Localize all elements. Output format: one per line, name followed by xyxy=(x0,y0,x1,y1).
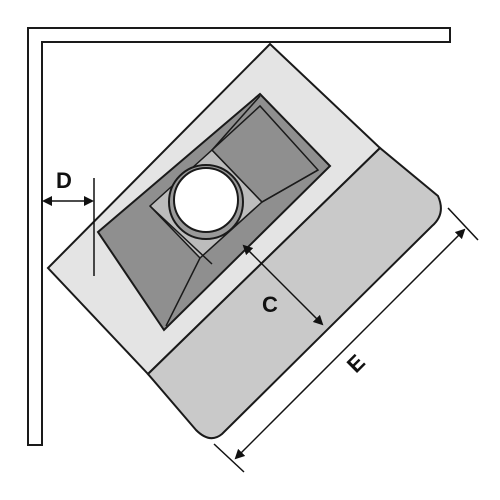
dimension-d-label: D xyxy=(56,168,72,193)
dimension-e-extension-bottom xyxy=(213,443,245,473)
stove-rib-4 xyxy=(211,95,261,151)
corner-wall xyxy=(27,27,451,446)
dimension-e-arrow xyxy=(234,228,466,460)
dimension-d: D xyxy=(42,168,95,276)
dimension-c-label: C xyxy=(262,292,278,317)
flue-collar-icon xyxy=(168,164,244,240)
stove-rib-2 xyxy=(165,257,201,327)
stove-rib-1 xyxy=(149,205,213,265)
dimension-e-extension-top xyxy=(447,207,479,241)
dimension-e-label: E xyxy=(342,349,370,377)
stove-rib-3 xyxy=(261,169,319,203)
